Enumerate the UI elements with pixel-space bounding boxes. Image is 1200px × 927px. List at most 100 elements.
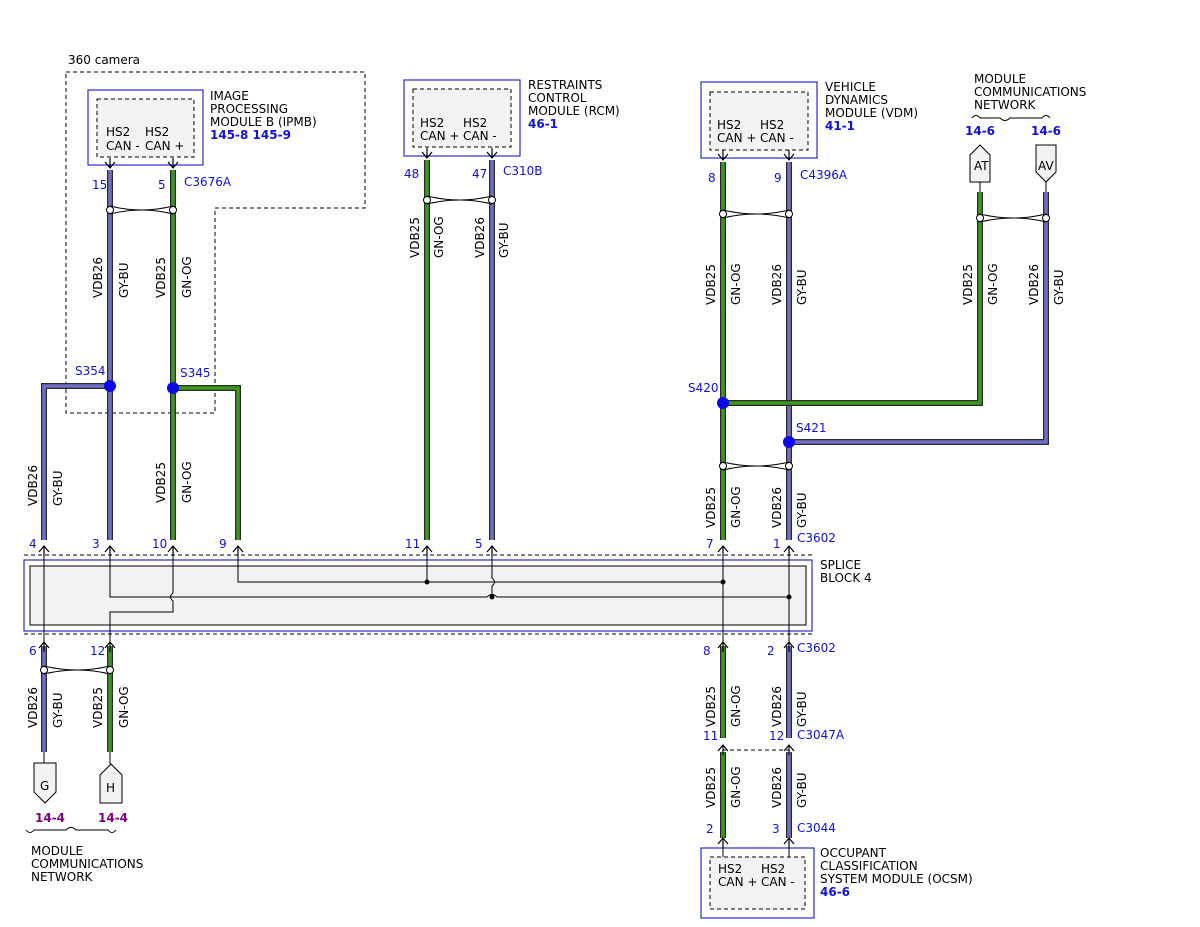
connector-c3602-top[interactable]: C3602 xyxy=(797,531,836,545)
splice-s420-label: S420 xyxy=(688,381,719,395)
ocsm-pin1-line1: HS2 xyxy=(718,862,742,876)
pin-5-sb: 5 xyxy=(475,537,483,551)
splice-s420-dot[interactable] xyxy=(717,397,729,409)
ocsm-pin1-line2: CAN + xyxy=(718,875,757,889)
pin-10-sb: 10 xyxy=(152,537,167,551)
connector-c3047a[interactable]: C3047A xyxy=(797,728,845,742)
splice-block-title-2: BLOCK 4 xyxy=(820,571,872,585)
connector-pin-arrow xyxy=(783,150,795,161)
wire-s354-to-pin4[interactable] xyxy=(41,383,110,540)
vdm-module[interactable]: HS2 CAN + HS2 CAN - xyxy=(700,81,818,159)
twist-end xyxy=(1042,214,1050,222)
at-ref-link[interactable]: 14-6 xyxy=(965,124,995,138)
mcn-top-title-1: MODULE xyxy=(974,72,1026,86)
wire-label: VDB26 xyxy=(26,465,40,506)
vdm-pin1-line1: HS2 xyxy=(717,118,741,132)
connector-c4396a[interactable]: C4396A xyxy=(800,168,848,182)
splice-s421-dot[interactable] xyxy=(783,436,795,448)
rcm-ref-link[interactable]: 46-1 xyxy=(528,117,558,131)
pin-12-sb: 12 xyxy=(90,644,105,658)
wire-label: VDB26 xyxy=(770,487,784,528)
h-ref-link[interactable]: 14-4 xyxy=(98,811,128,825)
wire-label: GY-BU xyxy=(117,262,131,298)
flag-at[interactable]: AT xyxy=(969,144,991,183)
ocsm-title-2: CLASSIFICATION xyxy=(820,859,918,873)
splice-s421-label: S421 xyxy=(796,421,827,435)
connector-pin-arrow xyxy=(783,641,795,652)
ipmb-pin2-line2: CAN + xyxy=(145,139,184,153)
rcm-title-3: MODULE (RCM) xyxy=(528,104,620,118)
connector-c3044[interactable]: C3044 xyxy=(797,821,836,835)
pin-4-sb: 4 xyxy=(29,537,37,551)
pin-12-c3047a: 12 xyxy=(769,729,784,743)
ipmb-module[interactable]: HS2 CAN - HS2 CAN + xyxy=(87,89,204,166)
rcm-pin1-line1: HS2 xyxy=(420,116,444,130)
pin-11-c3047a: 11 xyxy=(703,729,718,743)
wire-at-to-s420-core xyxy=(723,192,982,405)
rcm-title-2: CONTROL xyxy=(528,91,587,105)
ocsm-ref-link[interactable]: 46-6 xyxy=(820,885,850,899)
connector-c3602-bottom[interactable]: C3602 xyxy=(797,641,836,655)
splice-s354-dot[interactable] xyxy=(104,380,116,392)
vdm-pin2-line1: HS2 xyxy=(760,118,784,132)
wire-label: GY-BU xyxy=(795,772,809,808)
wire-label: GN-OG xyxy=(180,256,194,298)
ipmb-pin2-line1: HS2 xyxy=(145,125,169,139)
wire-label: GN-OG xyxy=(729,263,743,305)
svg-text:AT: AT xyxy=(974,159,989,173)
pin-2-sb: 2 xyxy=(767,644,775,658)
g-ref-link[interactable]: 14-4 xyxy=(35,811,65,825)
wire-label: VDB26 xyxy=(770,264,784,305)
pin-48: 48 xyxy=(404,167,419,181)
av-ref-link[interactable]: 14-6 xyxy=(1031,124,1061,138)
mcn-bottom-title-1: MODULE xyxy=(31,844,83,858)
wire-label: VDB26 xyxy=(770,686,784,727)
connector-pin-arrow xyxy=(104,545,116,556)
twist-end xyxy=(40,666,48,674)
twist-end xyxy=(719,210,727,218)
wire-label: VDB25 xyxy=(91,687,105,728)
rcm-pin1-line2: CAN + xyxy=(420,129,459,143)
wire-label: VDB26 xyxy=(91,257,105,298)
connector-pin-arrow xyxy=(717,837,729,848)
connector-c310b[interactable]: C310B xyxy=(503,164,543,178)
twist-end xyxy=(976,214,984,222)
flag-h[interactable]: H xyxy=(99,763,123,804)
ocsm-module[interactable]: HS2 CAN + HS2 CAN - xyxy=(700,847,815,919)
connector-pin-arrow xyxy=(167,545,179,556)
camera-group-outline xyxy=(65,71,366,414)
pin-6-sb: 6 xyxy=(29,644,37,658)
splice-s345-dot[interactable] xyxy=(167,382,179,394)
wire-label: VDB25 xyxy=(704,686,718,727)
connector-pin-arrow xyxy=(486,148,498,159)
rcm-module[interactable]: HS2 CAN + HS2 CAN - xyxy=(403,79,521,157)
wire-label: VDB25 xyxy=(704,264,718,305)
splice-s345-label: S345 xyxy=(180,366,211,380)
wire-s345-to-pin9-core xyxy=(173,386,240,540)
pin-47: 47 xyxy=(472,167,487,181)
wire-label: GY-BU xyxy=(51,692,65,728)
flag-av[interactable]: AV xyxy=(1035,144,1057,183)
twisted-pair-marker xyxy=(722,461,790,471)
splice-block-4[interactable] xyxy=(23,559,813,632)
connector-c3676a[interactable]: C3676A xyxy=(184,175,232,189)
twisted-pair-marker xyxy=(43,665,111,675)
twist-end xyxy=(423,196,431,204)
twist-end xyxy=(488,196,496,204)
wire-label: GN-OG xyxy=(986,263,1000,305)
ipmb-title-2: PROCESSING xyxy=(210,102,288,116)
flag-g[interactable]: G xyxy=(33,762,57,804)
pin-11-sb: 11 xyxy=(405,537,420,551)
wire-label: VDB25 xyxy=(408,217,422,258)
connector-pin-arrow xyxy=(38,545,50,556)
vdm-title-1: VEHICLE xyxy=(825,80,876,94)
pin-8-sb: 8 xyxy=(703,644,711,658)
wire-layer xyxy=(41,160,1049,838)
vdm-pin2-line2: CAN - xyxy=(760,131,794,145)
vdm-ref-link[interactable]: 41-1 xyxy=(825,119,855,133)
pin-3-c3044: 3 xyxy=(772,822,780,836)
wire-at-to-s420[interactable] xyxy=(723,192,983,406)
ipmb-ref-link[interactable]: 145-8 145-9 xyxy=(210,128,291,142)
ocsm-title-1: OCCUPANT xyxy=(820,846,887,860)
wire-label: VDB25 xyxy=(961,264,975,305)
